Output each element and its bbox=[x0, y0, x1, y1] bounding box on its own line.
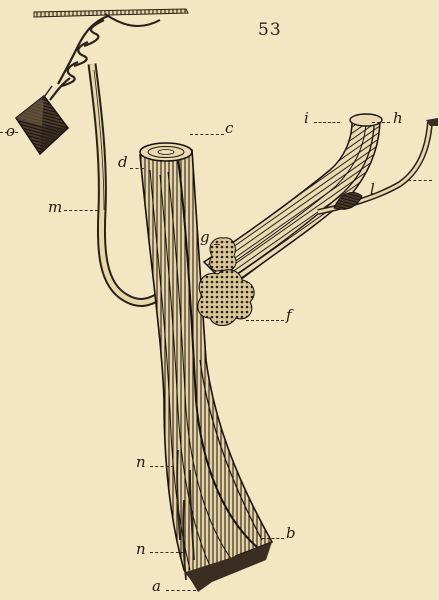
leader-d bbox=[130, 168, 144, 169]
leader-n-upper bbox=[150, 466, 174, 467]
knot-g bbox=[210, 238, 236, 271]
label-d: d bbox=[118, 155, 128, 170]
weight-box-o bbox=[16, 86, 68, 154]
label-m: m bbox=[48, 200, 62, 215]
leader-h bbox=[372, 122, 390, 123]
knot-f bbox=[198, 270, 254, 326]
main-stem bbox=[140, 143, 272, 592]
page-number: 53 bbox=[258, 20, 282, 40]
label-a: a bbox=[152, 579, 161, 594]
label-c: c bbox=[225, 121, 233, 136]
label-h: h bbox=[393, 111, 403, 126]
label-n-upper: n bbox=[136, 455, 146, 470]
leader-a bbox=[166, 590, 196, 591]
leader-n-lower bbox=[150, 552, 184, 553]
leader-f bbox=[246, 320, 284, 321]
leader-right bbox=[408, 180, 432, 181]
leader-c bbox=[190, 134, 224, 135]
label-l: l bbox=[370, 182, 375, 197]
leader-b bbox=[262, 538, 284, 539]
label-n-lower: n bbox=[136, 542, 146, 557]
label-g: g bbox=[200, 230, 210, 245]
leader-i bbox=[314, 122, 340, 123]
leader-m bbox=[64, 210, 98, 211]
label-i: i bbox=[304, 111, 309, 126]
top-twig bbox=[34, 9, 188, 26]
label-f: f bbox=[286, 308, 292, 323]
leader-g bbox=[214, 244, 220, 245]
label-b: b bbox=[286, 526, 296, 541]
label-o: o bbox=[6, 124, 15, 139]
